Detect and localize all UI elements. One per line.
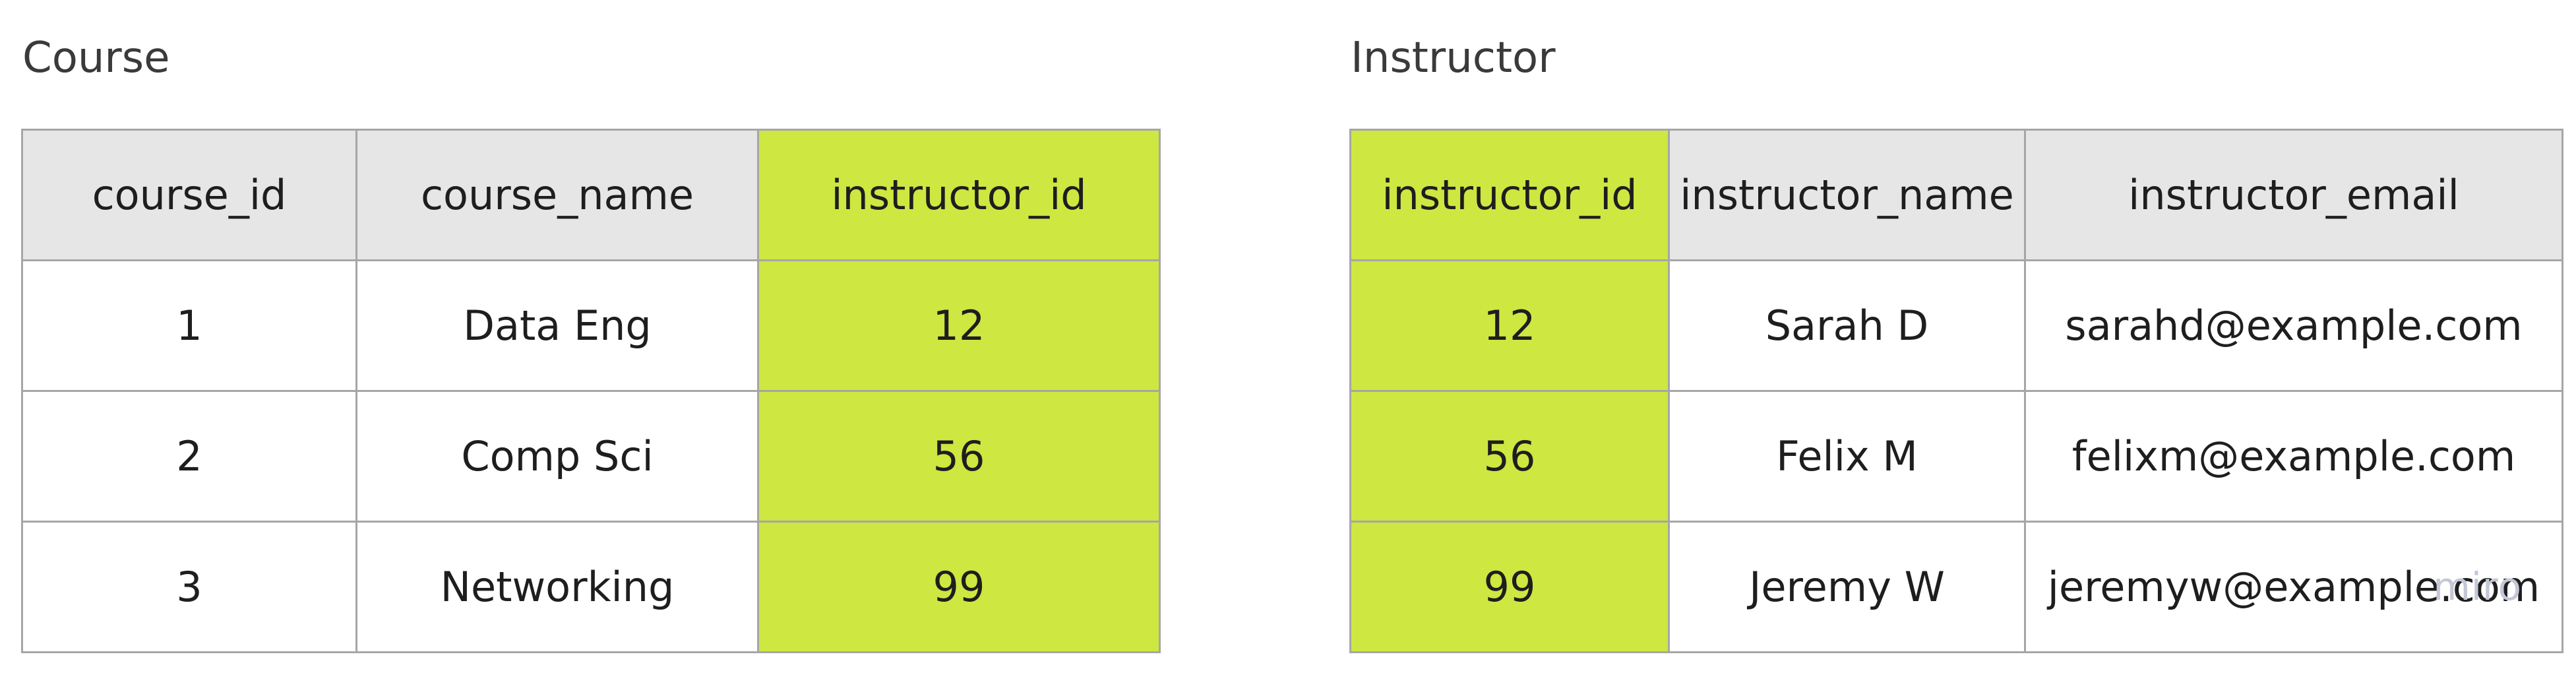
instructor-email-cell: sarahd@example.com bbox=[2024, 259, 2563, 392]
instructor-id-cell: 56 bbox=[1349, 390, 1670, 523]
instructor-email-cell: jeremyw@example.com bbox=[2024, 521, 2563, 653]
course-instructor-id-cell: 56 bbox=[757, 390, 1161, 523]
miro-watermark: miro bbox=[2433, 564, 2522, 609]
table-row: 56 Felix M felixm@example.com bbox=[1349, 390, 2563, 523]
course-instructor-id-cell: 99 bbox=[757, 521, 1161, 653]
course-table-title: Course bbox=[22, 34, 170, 82]
course-id-cell: 3 bbox=[21, 521, 357, 653]
instructor-table-title: Instructor bbox=[1351, 34, 1556, 82]
course-name-cell: Data Eng bbox=[355, 259, 759, 392]
table-row: 3 Networking 99 bbox=[21, 521, 1161, 653]
instructor-table: instructor_id instructor_name instructor… bbox=[1349, 129, 2563, 653]
instructor-header-instructor-id: instructor_id bbox=[1349, 129, 1670, 261]
course-id-cell: 1 bbox=[21, 259, 357, 392]
course-header-course-id: course_id bbox=[21, 129, 357, 261]
instructor-id-cell: 12 bbox=[1349, 259, 1670, 392]
table-row: 1 Data Eng 12 bbox=[21, 259, 1161, 392]
instructor-name-cell: Felix M bbox=[1668, 390, 2026, 523]
instructor-header-instructor-email: instructor_email bbox=[2024, 129, 2563, 261]
course-id-cell: 2 bbox=[21, 390, 357, 523]
instructor-header-row: instructor_id instructor_name instructor… bbox=[1349, 129, 2563, 261]
course-name-cell: Comp Sci bbox=[355, 390, 759, 523]
course-instructor-id-cell: 12 bbox=[757, 259, 1161, 392]
instructor-header-instructor-name: instructor_name bbox=[1668, 129, 2026, 261]
course-header-course-name: course_name bbox=[355, 129, 759, 261]
course-name-cell: Networking bbox=[355, 521, 759, 653]
course-header-instructor-id: instructor_id bbox=[757, 129, 1161, 261]
table-row: 99 Jeremy W jeremyw@example.com bbox=[1349, 521, 2563, 653]
course-table: course_id course_name instructor_id 1 Da… bbox=[21, 129, 1161, 653]
instructor-name-cell: Jeremy W bbox=[1668, 521, 2026, 653]
table-row: 12 Sarah D sarahd@example.com bbox=[1349, 259, 2563, 392]
instructor-name-cell: Sarah D bbox=[1668, 259, 2026, 392]
instructor-id-cell: 99 bbox=[1349, 521, 1670, 653]
table-row: 2 Comp Sci 56 bbox=[21, 390, 1161, 523]
course-header-row: course_id course_name instructor_id bbox=[21, 129, 1161, 261]
instructor-email-cell: felixm@example.com bbox=[2024, 390, 2563, 523]
